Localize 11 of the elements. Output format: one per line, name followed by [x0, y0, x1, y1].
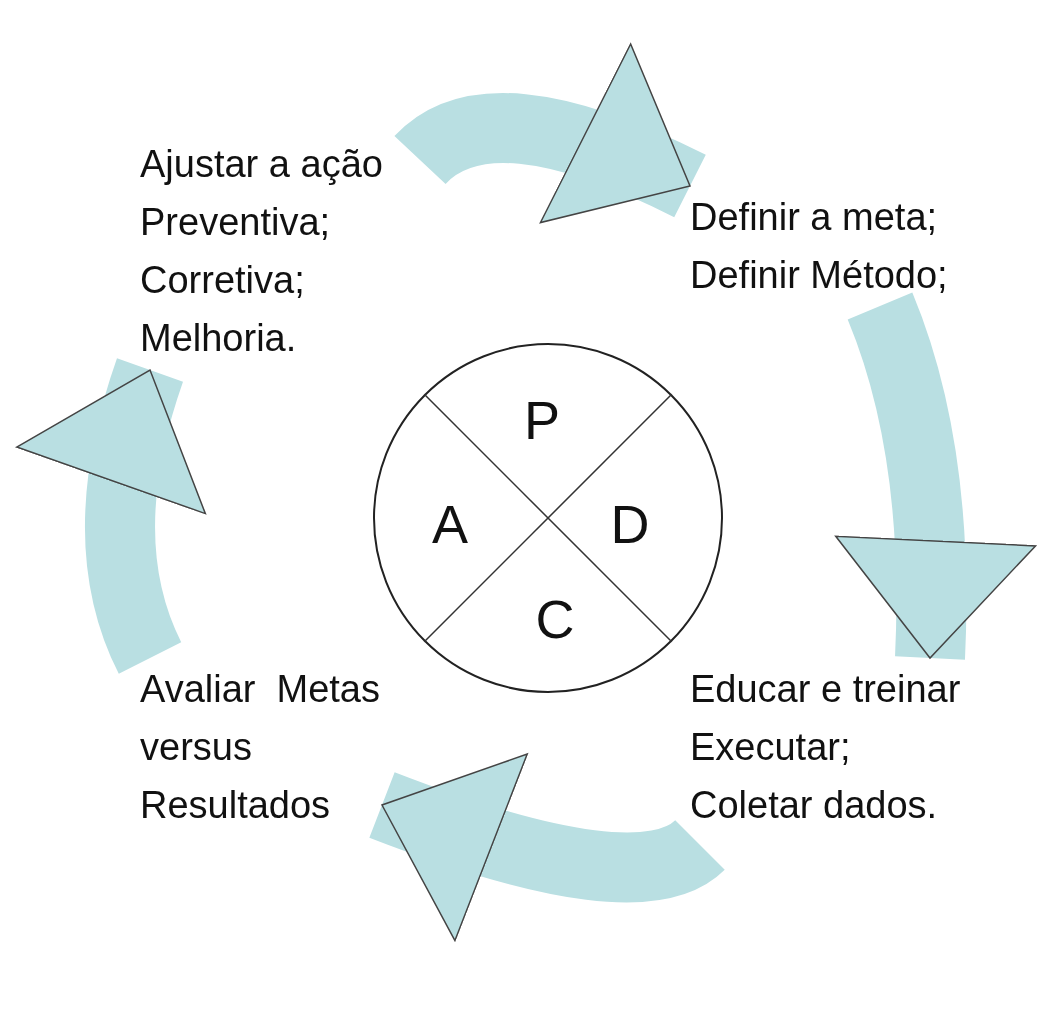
curved-arrow: [369, 751, 722, 941]
curved-arrow: [833, 293, 1035, 660]
quadrant-letter: C: [535, 592, 575, 646]
curved-arrow: [396, 44, 706, 227]
quadrant-letter: A: [432, 497, 468, 551]
quadrant-letter: D: [610, 497, 650, 551]
step-text: Definir a meta; Definir Método;: [690, 188, 970, 304]
step-text: Ajustar a ação Preventiva; Corretiva; Melhoria.: [140, 135, 420, 367]
quadrant-letter: P: [524, 393, 560, 447]
step-text: Avaliar Metas versus Resultados: [140, 660, 380, 834]
step-text: Educar e treinar Executar; Coletar dados.: [690, 660, 970, 834]
